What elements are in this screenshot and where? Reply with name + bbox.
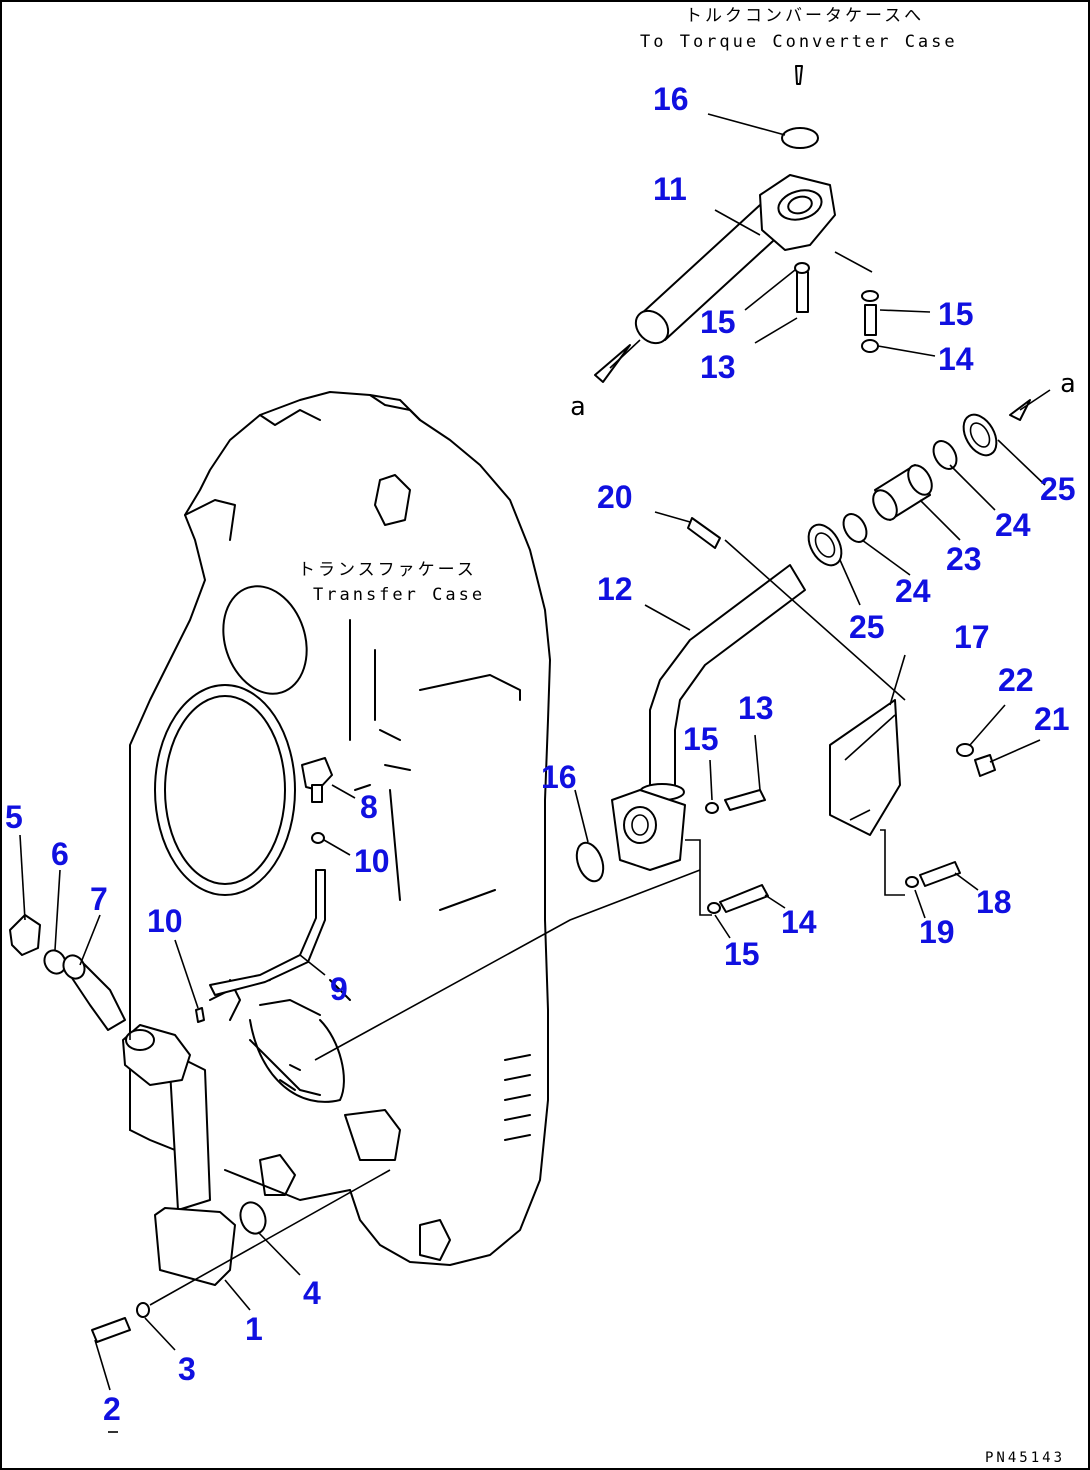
washer-15-low bbox=[707, 902, 721, 914]
reference-letter-a-right: a bbox=[1060, 369, 1076, 399]
arrow-a-left bbox=[594, 344, 631, 383]
reference-letter-a-left: a bbox=[570, 392, 586, 422]
washer-6 bbox=[43, 949, 67, 975]
callout-15: 15 bbox=[724, 936, 760, 972]
washer-15-top bbox=[794, 262, 810, 274]
o-ring-16-mid bbox=[575, 841, 605, 883]
leader-lines bbox=[19, 113, 1046, 1433]
callout-18: 18 bbox=[976, 884, 1012, 920]
bolt-13-mid bbox=[724, 789, 766, 811]
callout-16: 16 bbox=[541, 759, 577, 795]
bolt-top-right bbox=[864, 304, 877, 336]
callout-17: 17 bbox=[954, 619, 990, 655]
washer-15-mid bbox=[705, 802, 719, 814]
bracket-17 bbox=[829, 699, 901, 836]
callout-14: 14 bbox=[781, 904, 817, 940]
callout-4: 4 bbox=[303, 1275, 321, 1311]
callout-13: 13 bbox=[738, 690, 774, 726]
callout-5: 5 bbox=[5, 799, 23, 835]
callout-10: 10 bbox=[147, 903, 183, 939]
transfer-caption-jp: トランスファケース bbox=[298, 560, 477, 580]
nut-14-top bbox=[861, 339, 879, 353]
bolt-2 bbox=[91, 1317, 131, 1343]
fitting-8 bbox=[301, 757, 333, 791]
tube-12 bbox=[611, 564, 806, 871]
transfer-caption-en: Transfer Case bbox=[313, 585, 485, 605]
callout-8: 8 bbox=[360, 789, 378, 825]
seal-24-top bbox=[932, 440, 958, 470]
callout-25: 25 bbox=[1040, 471, 1076, 507]
flange-25-top bbox=[962, 413, 998, 457]
nut-21 bbox=[974, 754, 996, 777]
tube-1 bbox=[122, 1024, 236, 1286]
callout-21: 21 bbox=[1034, 701, 1070, 737]
callout-9: 9 bbox=[330, 971, 348, 1007]
bolt-18 bbox=[919, 861, 961, 887]
tube-9 bbox=[209, 869, 326, 996]
callout-12: 12 bbox=[597, 571, 633, 607]
callout-16: 16 bbox=[653, 81, 689, 117]
callout-15: 15 bbox=[700, 304, 736, 340]
callout-7: 7 bbox=[90, 881, 108, 917]
washer-15-right bbox=[861, 290, 879, 302]
torque-caption-jp: トルクコンバータケースへ bbox=[685, 6, 924, 26]
callout-1: 1 bbox=[245, 1311, 263, 1347]
tube-11 bbox=[634, 174, 836, 345]
callout-20: 20 bbox=[597, 479, 633, 515]
callout-15: 15 bbox=[683, 721, 719, 757]
callout-3: 3 bbox=[178, 1351, 196, 1387]
transfer-case: トランスファケース Transfer Case bbox=[129, 391, 551, 1266]
torque-caption-en: To Torque Converter Case bbox=[640, 32, 958, 52]
callout-labels: 16 11 15 15 13 14 25 24 23 24 25 20 12 1… bbox=[5, 81, 1076, 1427]
washer-10-top bbox=[311, 832, 325, 844]
callout-24: 24 bbox=[895, 573, 931, 609]
cap-5 bbox=[9, 914, 41, 956]
o-ring-16-top bbox=[781, 127, 819, 149]
washer-10-bottom bbox=[195, 1007, 205, 1023]
bolt-14-mid bbox=[719, 884, 769, 913]
callout-15: 15 bbox=[938, 296, 974, 332]
bolt-13-top bbox=[796, 271, 809, 313]
washer-3 bbox=[136, 1302, 150, 1318]
seal-24-bottom bbox=[842, 513, 868, 543]
callout-6: 6 bbox=[51, 836, 69, 872]
callout-11: 11 bbox=[653, 171, 687, 207]
drawing-code: PN45143 bbox=[985, 1450, 1065, 1466]
washer-22 bbox=[956, 743, 974, 757]
callout-19: 19 bbox=[919, 914, 955, 950]
callout-10: 10 bbox=[354, 843, 390, 879]
callout-2: 2 bbox=[103, 1391, 121, 1427]
callout-14: 14 bbox=[938, 341, 974, 377]
bolt-20 bbox=[687, 517, 721, 549]
callout-24: 24 bbox=[995, 507, 1031, 543]
callout-25: 25 bbox=[849, 609, 885, 645]
o-ring-4 bbox=[239, 1201, 267, 1235]
callout-23: 23 bbox=[946, 541, 982, 577]
callout-13: 13 bbox=[700, 349, 736, 385]
washer-19 bbox=[905, 876, 919, 888]
callout-22: 22 bbox=[998, 662, 1034, 698]
direction-arrow-up bbox=[795, 65, 803, 85]
